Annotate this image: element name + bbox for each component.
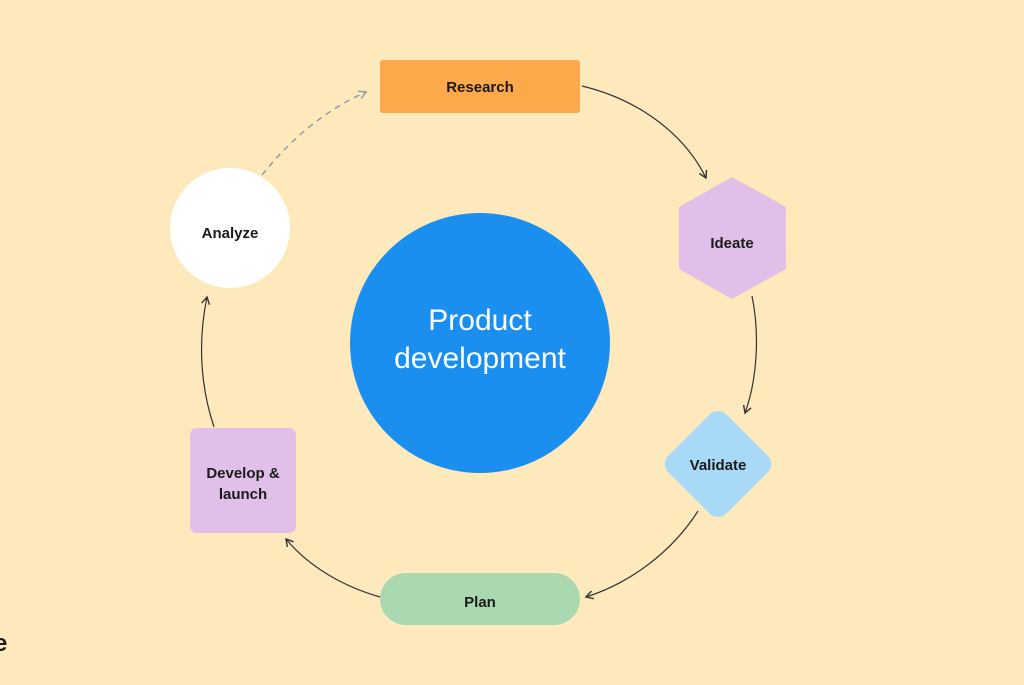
validate-label: Validate [690,457,747,474]
arrow-analyze-to-research-dashed [261,90,368,176]
validate-node [664,410,772,518]
plan-label: Plan [464,594,496,611]
ideate-node [679,177,786,299]
clipped-edge-text: e [0,630,7,657]
center-label-line2: development [394,342,566,375]
analyze-label: Analyze [202,225,259,242]
develop-label-line2: launch [219,486,267,503]
develop-launch-node [190,428,296,533]
arrow-research-to-ideate [581,85,708,180]
research-label: Research [446,79,514,96]
center-label-line1: Product [428,304,532,337]
arrow-validate-to-plan [584,510,699,600]
analyze-node [170,168,290,288]
arrow-ideate-to-validate [742,295,758,415]
research-node [380,60,580,113]
arrow-plan-to-develop [285,537,381,598]
develop-label-line1: Develop & [206,465,280,482]
center-circle [350,213,610,473]
arrow-develop-to-analyze [200,295,215,428]
ideate-label: Ideate [710,235,753,252]
plan-node [380,573,580,625]
